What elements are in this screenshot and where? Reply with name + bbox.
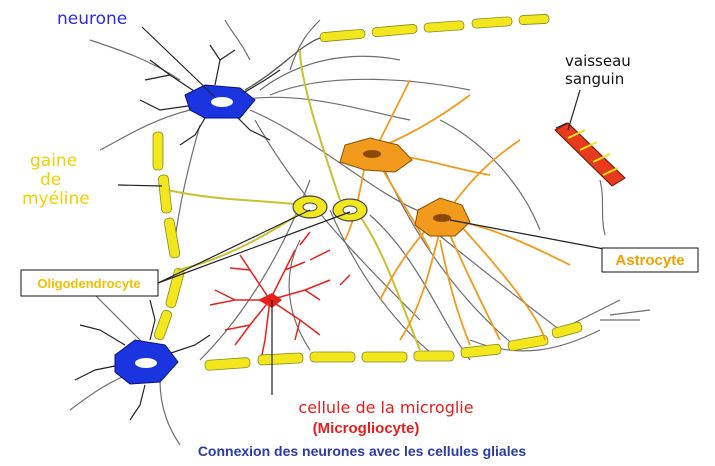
astrocyte-label-box xyxy=(601,247,699,273)
neuron-bottom xyxy=(74,299,211,421)
astrocyte-nucleus-upper xyxy=(363,150,381,158)
label-neurone: neurone xyxy=(57,9,127,29)
label-microglie-line2: (Microgliocyte) xyxy=(313,420,420,437)
neuron-top xyxy=(139,44,281,146)
myelin-sheaths xyxy=(152,14,583,371)
oligodendrocyte-label-box xyxy=(20,269,159,297)
astrocyte-nucleus-lower xyxy=(433,214,451,222)
label-gaine-line1: gaine xyxy=(30,151,77,171)
axon-upper xyxy=(244,37,321,91)
label-gaine-line3: myéline xyxy=(22,189,90,209)
diagram-caption: Connexion des neurones avec les cellules… xyxy=(198,443,527,459)
blood-vessel xyxy=(554,122,626,187)
label-vaisseau-line2: sanguin xyxy=(565,70,624,88)
label-microglie-line1: cellule de la microglie xyxy=(298,398,473,417)
label-oligodendrocyte: Oligodendrocyte xyxy=(37,276,140,291)
oligodendrocyte-bodies xyxy=(292,195,368,222)
label-vaisseau-line1: vaisseau xyxy=(565,52,631,70)
label-astrocyte: Astrocyte xyxy=(615,252,684,269)
leader-lines xyxy=(117,26,605,395)
label-gaine-line2: de xyxy=(40,170,61,190)
microglia-cell xyxy=(209,231,351,356)
microglia-body xyxy=(258,293,282,308)
